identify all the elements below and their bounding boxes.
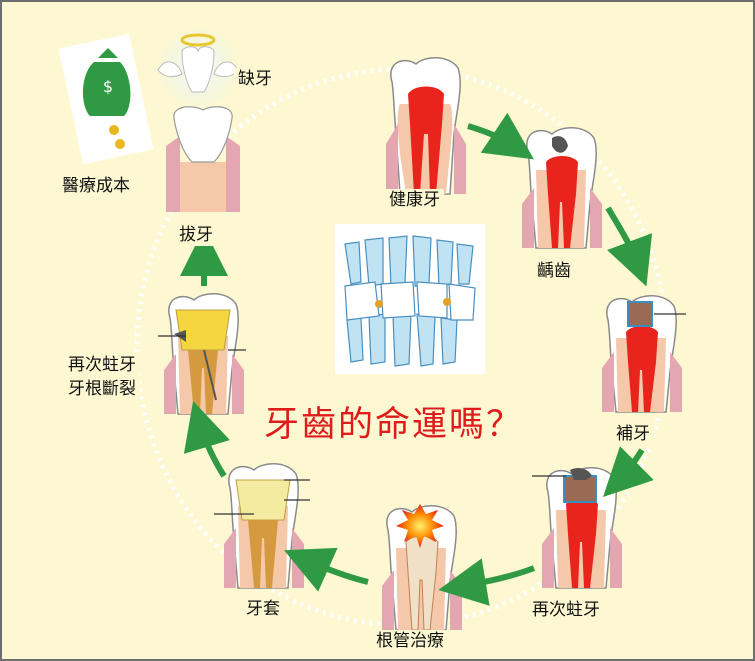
tooth-crown bbox=[214, 464, 310, 588]
tooth-filling bbox=[602, 296, 686, 412]
label-extraction: 拔牙 bbox=[175, 224, 217, 246]
tooth-recurrent-caries bbox=[532, 468, 622, 588]
jaw-illustration bbox=[335, 224, 485, 374]
diagram-title: 牙齒的命運嗎？ bbox=[264, 396, 523, 447]
label-crown: 牙套 bbox=[242, 598, 284, 620]
label-healthy: 健康牙 bbox=[385, 189, 444, 211]
label-caries: 齲齒 bbox=[533, 260, 575, 282]
tooth-caries bbox=[522, 128, 602, 248]
label-medical-cost: 醫療成本 bbox=[58, 175, 134, 197]
label-fracture-line2: 牙根斷裂 bbox=[64, 378, 140, 400]
tooth-extraction bbox=[166, 107, 240, 212]
label-missing: 缺牙 bbox=[234, 68, 276, 90]
tooth-healthy bbox=[386, 58, 466, 194]
svg-text:$: $ bbox=[103, 77, 113, 96]
label-recurrent-caries: 再次蛀牙 bbox=[528, 599, 604, 621]
label-filling: 補牙 bbox=[612, 423, 654, 445]
label-root-canal: 根管治療 bbox=[372, 630, 448, 652]
money-bag-icon: $ bbox=[59, 34, 154, 164]
tooth-fracture bbox=[158, 294, 246, 414]
label-fracture-line1: 再次蛀牙 bbox=[64, 354, 140, 376]
angel-tooth-icon bbox=[156, 26, 240, 110]
tooth-root-canal bbox=[382, 504, 462, 630]
